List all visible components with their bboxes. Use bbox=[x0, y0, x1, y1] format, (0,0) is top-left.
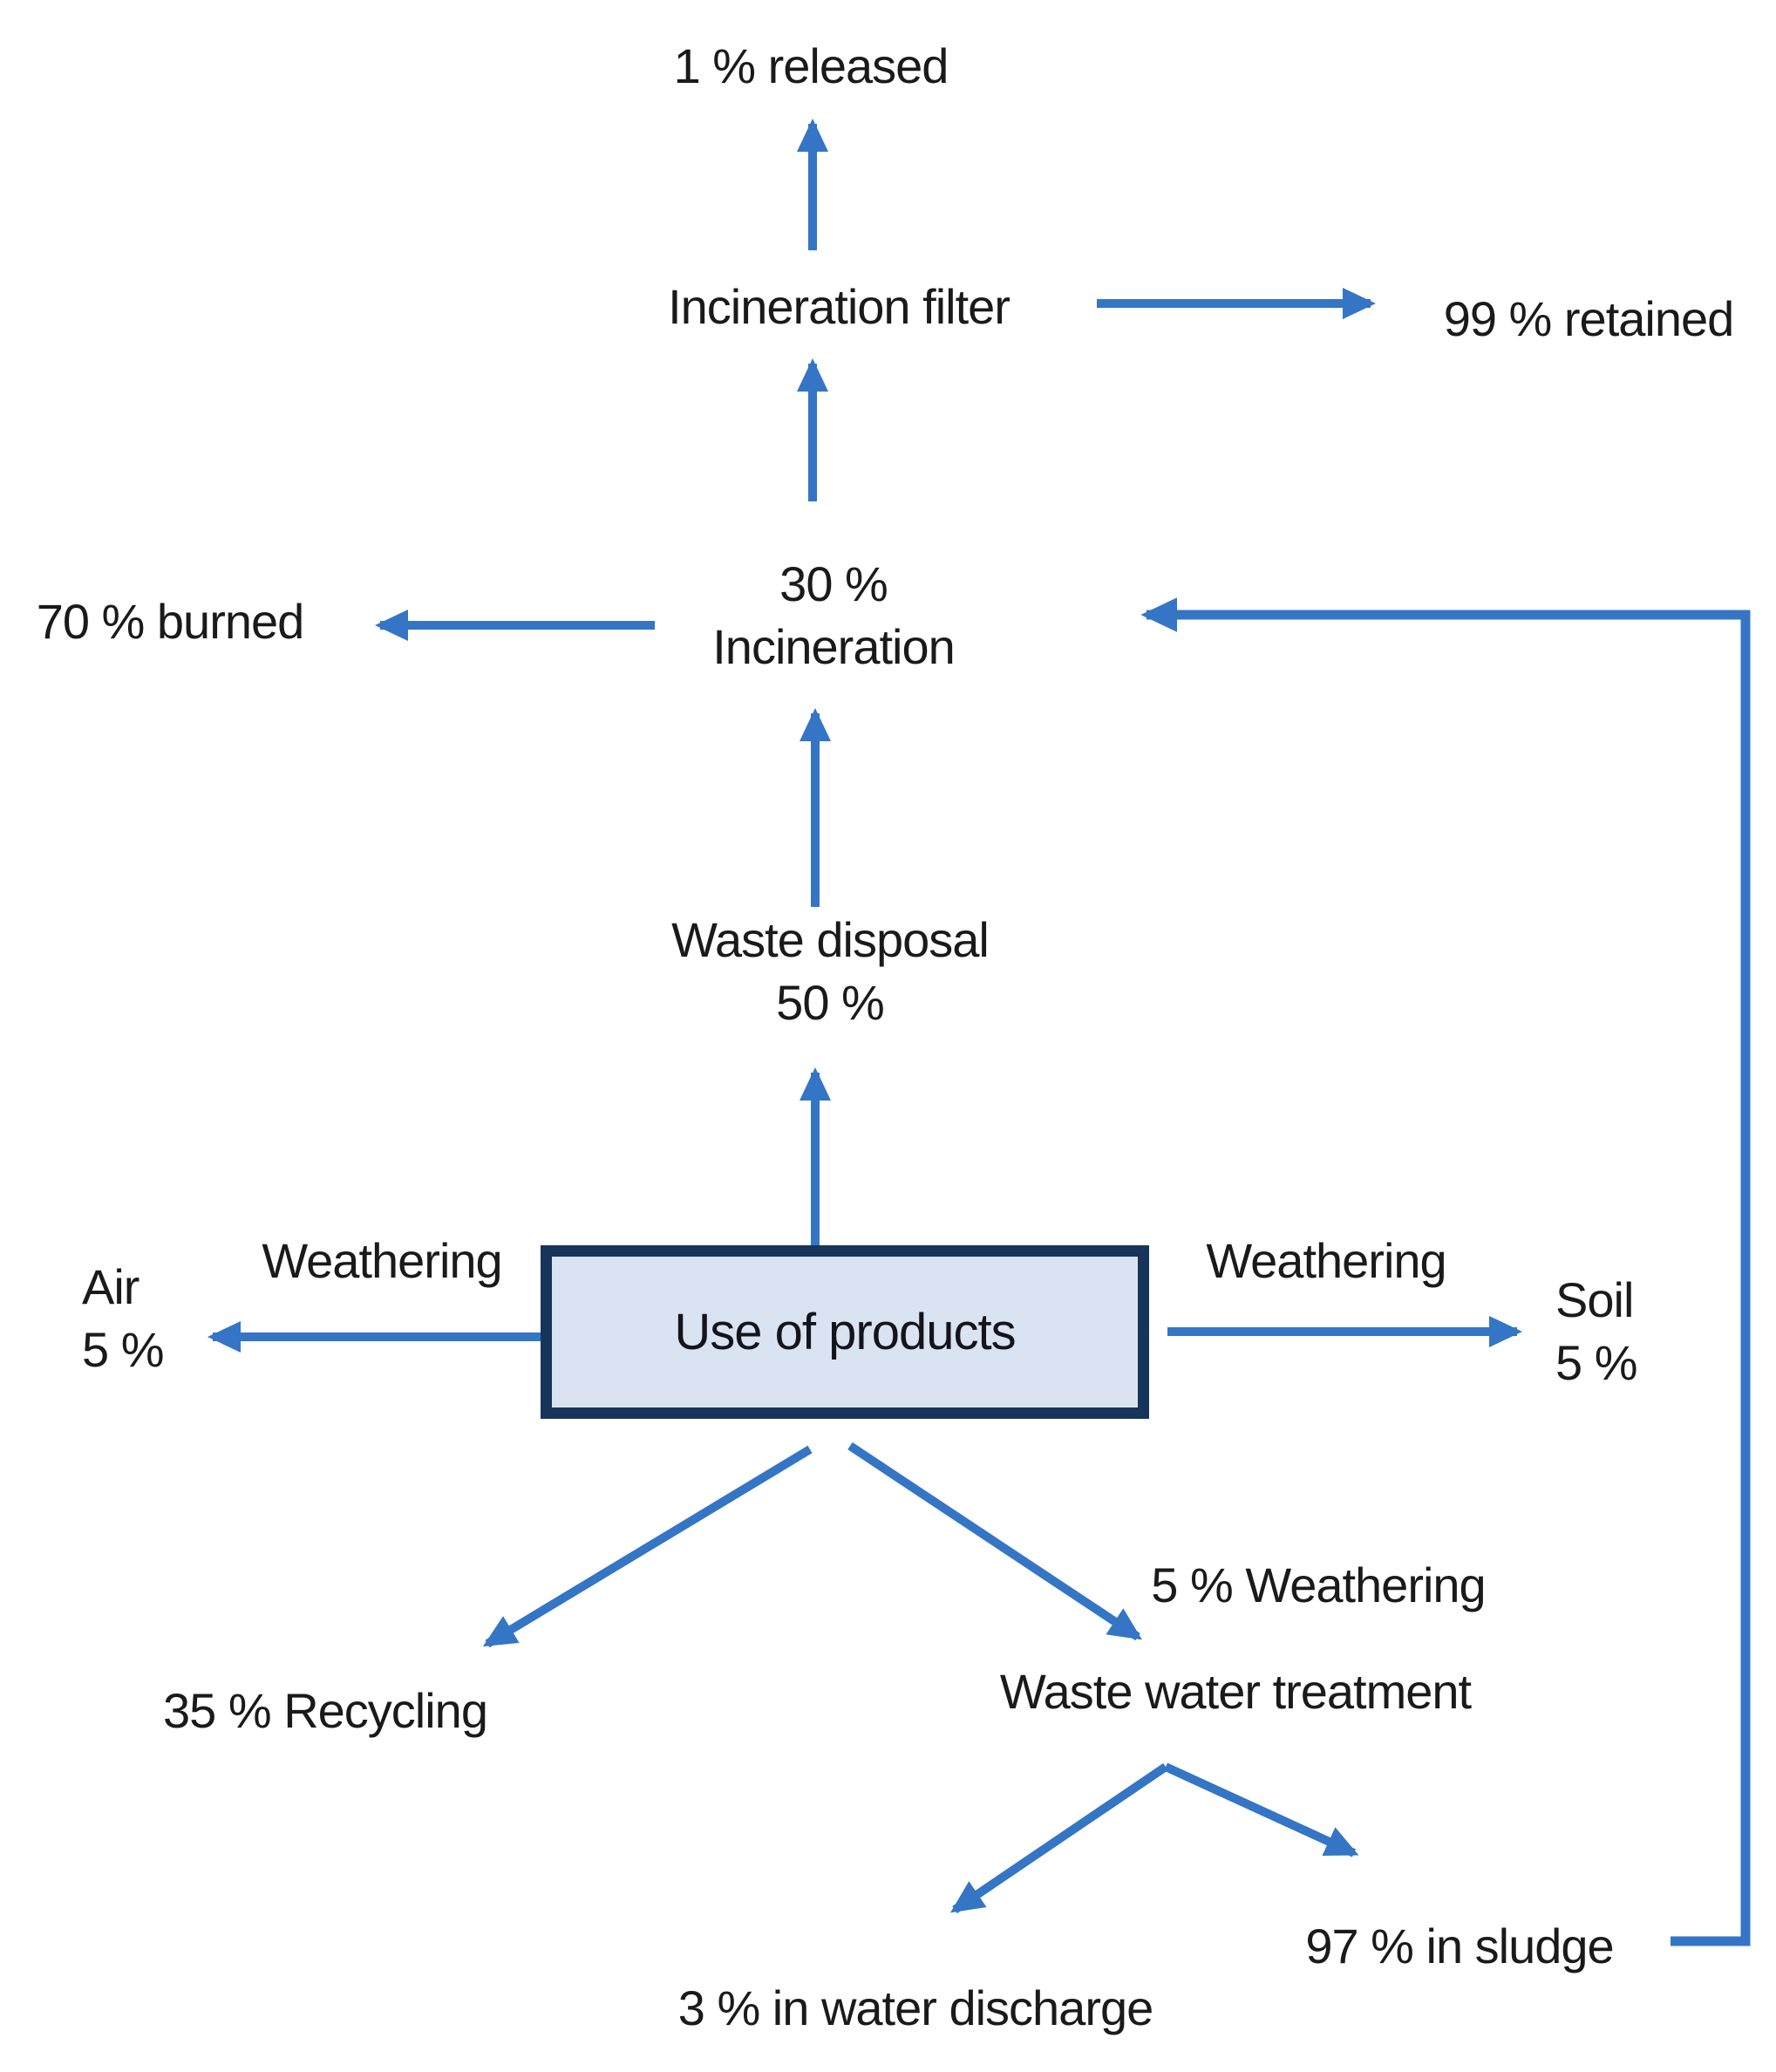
label-air: Air 5 % bbox=[82, 1259, 164, 1377]
arrow-sludge-return-to-incineration bbox=[1140, 597, 1751, 1946]
arrow-wwt-to-discharge bbox=[950, 1762, 1168, 1914]
label-sludge: 97 % in sludge bbox=[1305, 1919, 1614, 1973]
label-waste-disposal: Waste disposal 50 % bbox=[671, 912, 990, 1030]
arrow-wwt-to-sludge bbox=[1163, 1762, 1359, 1857]
label-burned: 70 % burned bbox=[36, 594, 305, 649]
label-recycling: 35 % Recycling bbox=[163, 1683, 488, 1738]
label-incineration: 30 % Incineration bbox=[712, 556, 956, 674]
label-water-discharge: 3 % in water discharge bbox=[677, 1980, 1154, 2035]
label-soil: Soil 5 % bbox=[1555, 1272, 1637, 1390]
label-retained: 99 % retained bbox=[1443, 291, 1735, 346]
label-weathering-left: Weathering bbox=[262, 1233, 502, 1288]
use-of-products-label: Use of products bbox=[674, 1304, 1016, 1360]
label-incineration-filter: Incineration filter bbox=[668, 279, 1010, 334]
label-weathering-bottom: 5 % Weathering bbox=[1151, 1557, 1486, 1612]
label-weathering-right: Weathering bbox=[1206, 1233, 1446, 1288]
label-released: 1 % released bbox=[673, 38, 949, 93]
arrow-box-to-wastewater bbox=[847, 1442, 1142, 1641]
use-of-products-box: Use of products bbox=[541, 1245, 1149, 1419]
arrow-box-to-recycling bbox=[482, 1445, 813, 1648]
label-waste-water-treatment: Waste water treatment bbox=[999, 1664, 1472, 1719]
